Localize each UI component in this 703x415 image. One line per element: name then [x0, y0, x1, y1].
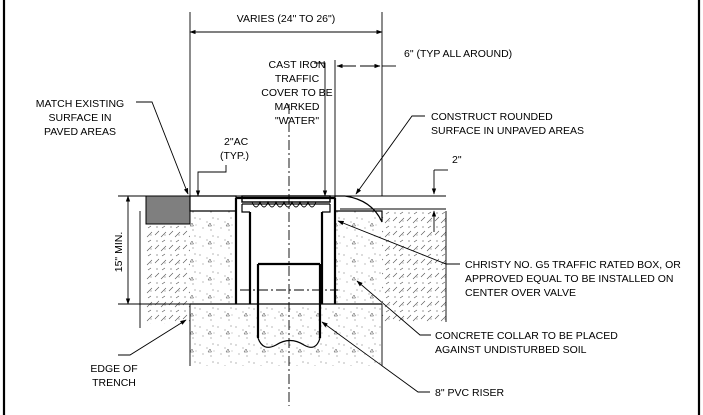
christy-line-3: CENTER OVER VALVE [465, 287, 576, 299]
cover-line-4: MARKED [275, 101, 320, 113]
dimension-varies [189, 12, 383, 196]
cover-line-5: "WATER" [275, 115, 319, 127]
dimension-six-inch [334, 60, 396, 196]
concrete-collar [190, 211, 382, 305]
christy-line-2: APPROVED EQUAL TO BE INSTALLED ON [465, 273, 674, 285]
cover-leader [314, 62, 328, 197]
match-existing-line-1: MATCH EXISTING [36, 98, 124, 110]
match-existing-callout: MATCH EXISTING SURFACE IN PAVED AREAS [36, 98, 124, 138]
cover-callout: CAST IRON TRAFFIC COVER TO BE MARKED "WA… [261, 59, 332, 127]
match-existing-leader [136, 101, 189, 195]
construct-rounded-line-1: CONSTRUCT ROUNDED [431, 111, 553, 123]
dimension-six-inch-label: 6" (TYP ALL AROUND) [404, 48, 512, 60]
edge-trench-leader [118, 319, 187, 356]
dimension-fifteen-min [118, 195, 190, 305]
edge-trench-line-2: TRENCH [92, 377, 136, 389]
cover-line-2: TRAFFIC [275, 73, 320, 85]
collar-leader [356, 280, 431, 336]
ac-label-line-2: (TYP.) [220, 150, 249, 162]
traffic-rated-box [234, 196, 337, 304]
ac-label-line-1: 2"AC [224, 136, 249, 148]
christy-leader [337, 220, 460, 265]
dimension-fifteen-min-label: 15" MIN. [113, 232, 125, 273]
dimension-varies-label: VARIES (24" TO 26") [237, 13, 336, 25]
trench-backfill [189, 304, 383, 366]
collar-line-2: AGAINST UNDISTURBED SOIL [435, 344, 587, 356]
pvc-riser [240, 262, 338, 348]
native-soil-hatch [139, 211, 447, 328]
match-existing-line-2: SURFACE IN [48, 112, 111, 124]
pvc-riser-label: 8" PVC RISER [435, 387, 504, 399]
construct-rounded-leader [355, 115, 425, 195]
edge-trench-line-1: EDGE OF [90, 363, 137, 375]
construct-rounded-line-2: SURFACE IN UNPAVED AREAS [431, 125, 584, 137]
christy-line-1: CHRISTY NO. G5 TRAFFIC RATED BOX, OR [465, 259, 681, 271]
pvc-riser-leader [321, 321, 430, 393]
match-existing-line-3: PAVED AREAS [44, 126, 116, 138]
ac-leader [195, 165, 227, 197]
existing-pavement [145, 195, 191, 225]
cover-line-1: CAST IRON [269, 59, 326, 71]
cover-line-3: COVER TO BE [261, 87, 332, 99]
collar-line-1: CONCRETE COLLAR TO BE PLACED [435, 330, 618, 342]
dimension-two-inch [431, 169, 448, 232]
dimension-two-inch-label: 2" [452, 154, 462, 166]
